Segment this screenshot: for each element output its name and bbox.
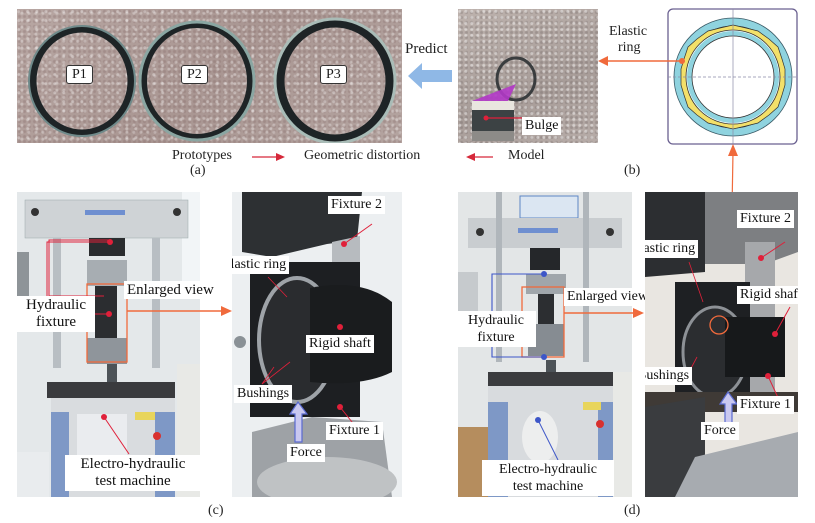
elastic-ring-schematic (667, 8, 798, 145)
elastic-ring-label-b-line1: Elastic (609, 24, 648, 39)
fixture2-label-c: Fixture 2 (328, 196, 385, 214)
hydraulic-fixture-line1: Hydraulic (468, 313, 524, 328)
fixture1-label-d: Fixture 1 (737, 396, 794, 414)
test-machine-photo-c: Hydraulic fixture Electro-hydraulic test… (17, 192, 200, 497)
rigid-shaft-label-c: Rigid shaft (306, 335, 374, 353)
ring-p3 (275, 18, 395, 143)
force-arrow-icon-c (288, 400, 309, 443)
test-machine-photo-d: Hydraulic fixture Electro-hydraulic test… (458, 192, 632, 497)
caption-c: (c) (208, 503, 224, 518)
enlarged-photo-d: Fixture 2 Elastic ring Rigid shaft Bushi… (645, 192, 798, 497)
test-machine-label-d: Electro-hydraulic test machine (482, 460, 614, 496)
elastic-ring-label-b-line2: ring (618, 40, 641, 55)
elastic-ring-label-c: Elastic ring (232, 256, 290, 274)
prototype-rings (28, 17, 397, 143)
caption-a: (a) (190, 163, 206, 178)
model-ring (495, 56, 537, 102)
caption-b: (b) (624, 163, 641, 178)
bushings-label-c: Bushings (234, 385, 293, 403)
machine-line2: test machine (95, 473, 171, 489)
prototype-label-p3: P3 (320, 65, 347, 84)
model-photo: Bulge (458, 9, 598, 143)
ring-p1 (29, 25, 135, 137)
hydraulic-fixture-line2: fixture (36, 314, 76, 330)
flow-geometric-distortion: Geometric distortion (304, 148, 421, 163)
elastic-ring-label-d: Elastic ring (645, 240, 699, 258)
caption-d: (d) (624, 503, 641, 518)
flow-model: Model (508, 148, 545, 163)
fixture2-label-d: Fixture 2 (737, 210, 794, 228)
predict-label: Predict (405, 41, 448, 57)
bulge-inset (472, 101, 522, 141)
bushings-label-d: Bushings (645, 367, 693, 385)
enlarged-view-label-c: Enlarged view (124, 281, 217, 299)
test-machine-label-c: Electro-hydraulic test machine (65, 455, 200, 491)
machine-line1: Electro-hydraulic (80, 456, 186, 472)
machine-line2: test machine (512, 479, 584, 494)
predict-arrow-icon (408, 63, 452, 89)
enlarged-view-label-d: Enlarged view (564, 288, 651, 306)
hydraulic-fixture-label-c: Hydraulic fixture (17, 296, 95, 332)
hydraulic-fixture-line2: fixture (477, 330, 515, 345)
rigid-shaft-label-d: Rigid shaft (737, 286, 798, 304)
bulge-highlight (472, 84, 516, 101)
prototype-label-p2: P2 (181, 65, 208, 84)
hydraulic-fixture-label-d: Hydraulic fixture (458, 311, 536, 347)
force-label-c: Force (287, 444, 325, 462)
enlarged-photo-c: Fixture 2 Elastic ring Rigid shaft Bushi… (232, 192, 402, 497)
bulge-label: Bulge (522, 117, 562, 135)
fixture1-label-c: Fixture 1 (326, 422, 383, 440)
prototypes-photo: P1 P2 P3 (17, 9, 402, 143)
force-label-d: Force (701, 422, 739, 440)
machine-line1: Electro-hydraulic (499, 462, 597, 477)
prototype-label-p1: P1 (66, 65, 93, 84)
hydraulic-fixture-line1: Hydraulic (26, 297, 86, 313)
arrow-head-icon (598, 56, 608, 66)
ring-p2 (141, 22, 253, 140)
flow-prototypes: Prototypes (172, 148, 232, 163)
